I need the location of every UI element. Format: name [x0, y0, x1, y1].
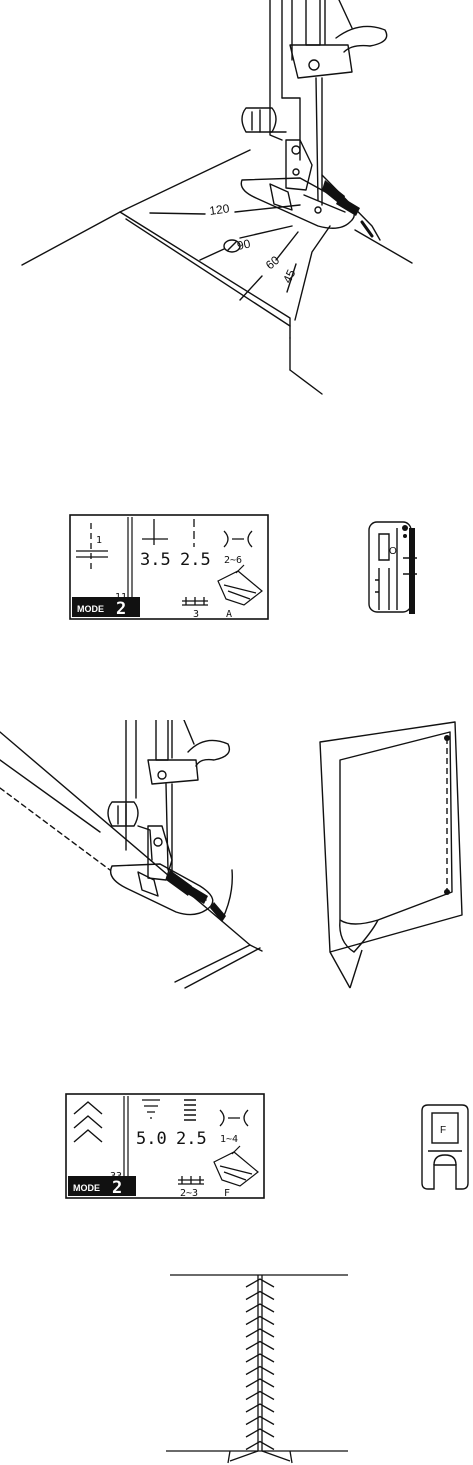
herringbone-stitch: [245, 1378, 275, 1388]
figure-herringbone-seam: [0, 1265, 473, 1465]
presser-screw-knob: [241, 107, 277, 133]
herringbone-stitch: [245, 1428, 275, 1438]
presser-bar: [281, 97, 301, 161]
figure-herringbone-seam-svg: [166, 1274, 348, 1464]
plate-screw-hole: [223, 239, 241, 253]
seam-butt-join: [257, 1275, 263, 1451]
feed-dog-setting: 3: [193, 609, 199, 620]
fabric-front-edge: [119, 211, 291, 339]
herringbone-stitch-icon: [73, 1101, 103, 1143]
herringbone-stitch: [245, 1365, 275, 1376]
stitch-length-value-2: 2.5: [176, 1129, 207, 1149]
mode-number: 2: [116, 599, 126, 619]
mode-badge-2: [68, 1176, 136, 1196]
lcd-display-1: 1 11 3.5 2.5 2~6 MODE 2 3 A: [69, 514, 269, 620]
herringbone-stitch: [245, 1328, 275, 1338]
folded-fabric-sheet: [319, 721, 463, 989]
herringbone-stitch: [245, 1415, 275, 1426]
foot-shank: [285, 139, 313, 191]
mode-badge: [72, 597, 140, 617]
presser-screw-knob-2: [107, 801, 139, 827]
thread-tension-range-2: 1~4: [220, 1134, 238, 1145]
machine-column: [269, 0, 283, 141]
fabric-front-edge-inner: [125, 218, 291, 327]
bed-right-edge: [354, 229, 413, 264]
needle-bar: [305, 0, 321, 46]
guide-pointer-line: [221, 869, 233, 921]
mode-number-2: 2: [112, 1178, 122, 1198]
clamp-screw: [308, 59, 320, 71]
foot-shank-2: [147, 825, 173, 881]
foot-o-letter: O: [389, 546, 397, 557]
thumbscrew-2: [187, 739, 231, 767]
lcd-display-1-panel: 1 11 3.5 2.5 2~6 MODE 2 3 A: [0, 513, 473, 623]
needle-clamp: [289, 44, 353, 79]
fabric-corner: [289, 369, 323, 395]
angle-line-120: [149, 212, 206, 215]
thread-tension-range: 2~6: [224, 555, 242, 566]
herringbone-stitch: [245, 1390, 275, 1401]
stitch-width-value-2: 5.0: [136, 1129, 167, 1149]
herringbone-stitch: [245, 1440, 275, 1451]
presser-foot-letter: A: [226, 609, 232, 620]
herringbone-stitch: [245, 1403, 275, 1413]
herringbone-stitch: [245, 1340, 275, 1351]
angle-label-45: 45: [280, 267, 298, 285]
figure-needle-plate-angles: 120 90 60 45: [0, 0, 473, 400]
straight-stitch-icon: [76, 523, 108, 573]
presser-foot-f-panel: F: [418, 1103, 473, 1193]
mode-label-2: MODE: [73, 1183, 100, 1193]
needle-clamp-thumbscrew: [335, 25, 388, 53]
angle-label-90: 90: [236, 236, 252, 253]
figure-seam-sewing: [0, 720, 473, 990]
herringbone-stitch: [245, 1290, 275, 1301]
figure-seam-sewing-svg: [0, 720, 463, 989]
presser-foot-o-panel: O: [365, 518, 425, 618]
presser-foot-icon: [217, 564, 263, 606]
presser-foot-letter-2: F: [224, 1188, 230, 1199]
lcd-display-2: 33 5.0 2.5 1~4 MODE 2 2~3 F: [65, 1093, 265, 1199]
stitch-symbol-number: 1: [96, 535, 102, 546]
figure-needle-plate-angles-svg: 120 90 60 45: [21, 0, 413, 395]
angle-line-90: [199, 248, 225, 261]
fabric-edge-left: [0, 759, 101, 833]
stitch-length-icon-2: [184, 1099, 196, 1121]
angle-line-45: [286, 263, 297, 293]
fabric-right-edge: [294, 225, 331, 321]
presser-foot-sole-2: [109, 863, 214, 916]
needle-clamp-2: [147, 759, 199, 785]
herringbone-stitch: [245, 1315, 275, 1326]
angle-line-60: [239, 275, 263, 301]
foot-f-letter: F: [440, 1125, 446, 1136]
presser-foot-f-icon: F: [421, 1104, 469, 1190]
presser-foot-icon-2: [213, 1145, 259, 1187]
thread-tension-icon: [223, 530, 253, 548]
lcd-display-2-panel: 33 5.0 2.5 1~4 MODE 2 2~3 F: [0, 1092, 473, 1202]
layer-pointer: [329, 949, 363, 989]
feed-dog-icon-2: [178, 1176, 204, 1185]
herringbone-stitch: [245, 1353, 275, 1363]
mode-label: MODE: [77, 604, 104, 614]
stitch-line: [0, 787, 111, 871]
presser-foot-o-icon: O: [368, 521, 417, 614]
stitch-width-icon: [142, 519, 168, 545]
stitch-width-icon-2: [142, 1099, 160, 1119]
stitch-length-value: 2.5: [180, 550, 211, 570]
angle-label-120: 120: [208, 201, 230, 218]
needle: [315, 77, 319, 201]
feed-dog-setting-2: 2~3: [180, 1188, 198, 1199]
herringbone-stitch: [245, 1278, 275, 1288]
stitch-width-value: 3.5: [140, 550, 171, 570]
fabric-top-layer: [0, 731, 251, 983]
feed-dog-icon: [182, 597, 208, 606]
thread-tension-icon-2: [219, 1109, 249, 1127]
herringbone-stitch: [245, 1303, 275, 1313]
